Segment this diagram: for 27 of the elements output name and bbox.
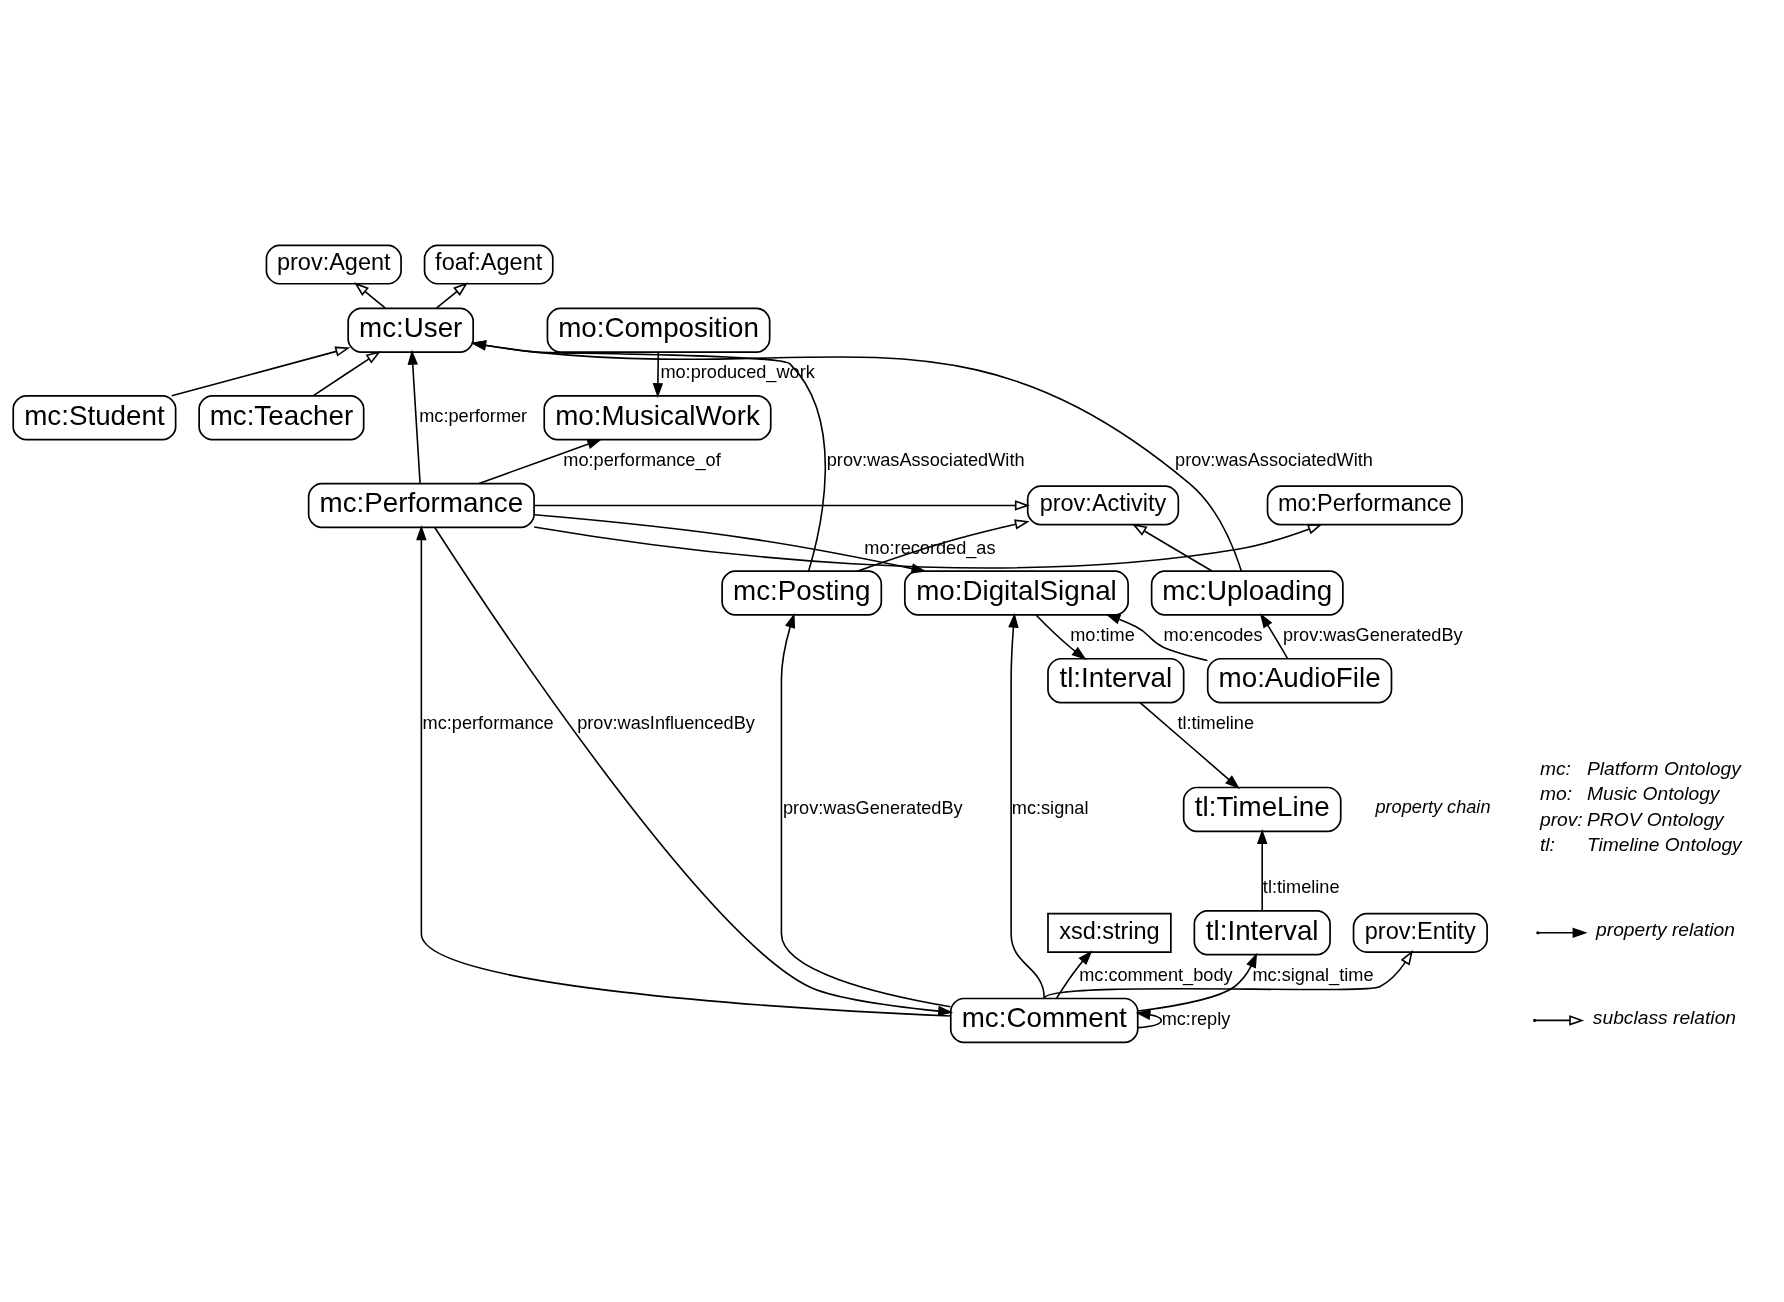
- edge-label: mc:signal: [1011, 797, 1089, 818]
- label: tl:: [1539, 834, 1555, 856]
- edge-label: prov:wasGeneratedBy: [782, 797, 963, 818]
- edge-label: mc:reply: [1161, 1008, 1231, 1029]
- edge-label: mo:performance_of: [563, 450, 721, 471]
- label: mc:: [1539, 757, 1571, 779]
- edge-label: prov:wasInfluencedBy: [577, 712, 755, 733]
- edge-label: mc:performance: [422, 712, 554, 733]
- edge-label: mo:time: [1070, 625, 1135, 646]
- edge-label: mc:performer: [419, 406, 528, 427]
- label: PROV Ontology: [1587, 808, 1724, 830]
- edge-label: tl:timeline: [1262, 877, 1340, 898]
- label: Platform Ontology: [1587, 757, 1741, 779]
- label: Timeline Ontology: [1587, 834, 1742, 856]
- legend-label: subclass relation: [1592, 1007, 1737, 1029]
- edge-label: prov:wasAssociatedWith: [1175, 450, 1373, 471]
- edge-label: prov:wasAssociatedWith: [826, 450, 1025, 471]
- label: property chain: [1375, 796, 1491, 817]
- edge-label: prov:wasGeneratedBy: [1282, 625, 1463, 646]
- edge-label: mc:comment_body: [1079, 964, 1233, 985]
- label: mo:: [1539, 783, 1573, 805]
- edge-label: tl:timeline: [1177, 712, 1255, 733]
- edge-label: mo:encodes: [1163, 625, 1263, 646]
- edge-label: mc:signal_time: [1252, 964, 1374, 985]
- legend-label: property relation: [1596, 919, 1735, 941]
- label: prov:: [1539, 808, 1583, 830]
- label: Music Ontology: [1587, 783, 1720, 805]
